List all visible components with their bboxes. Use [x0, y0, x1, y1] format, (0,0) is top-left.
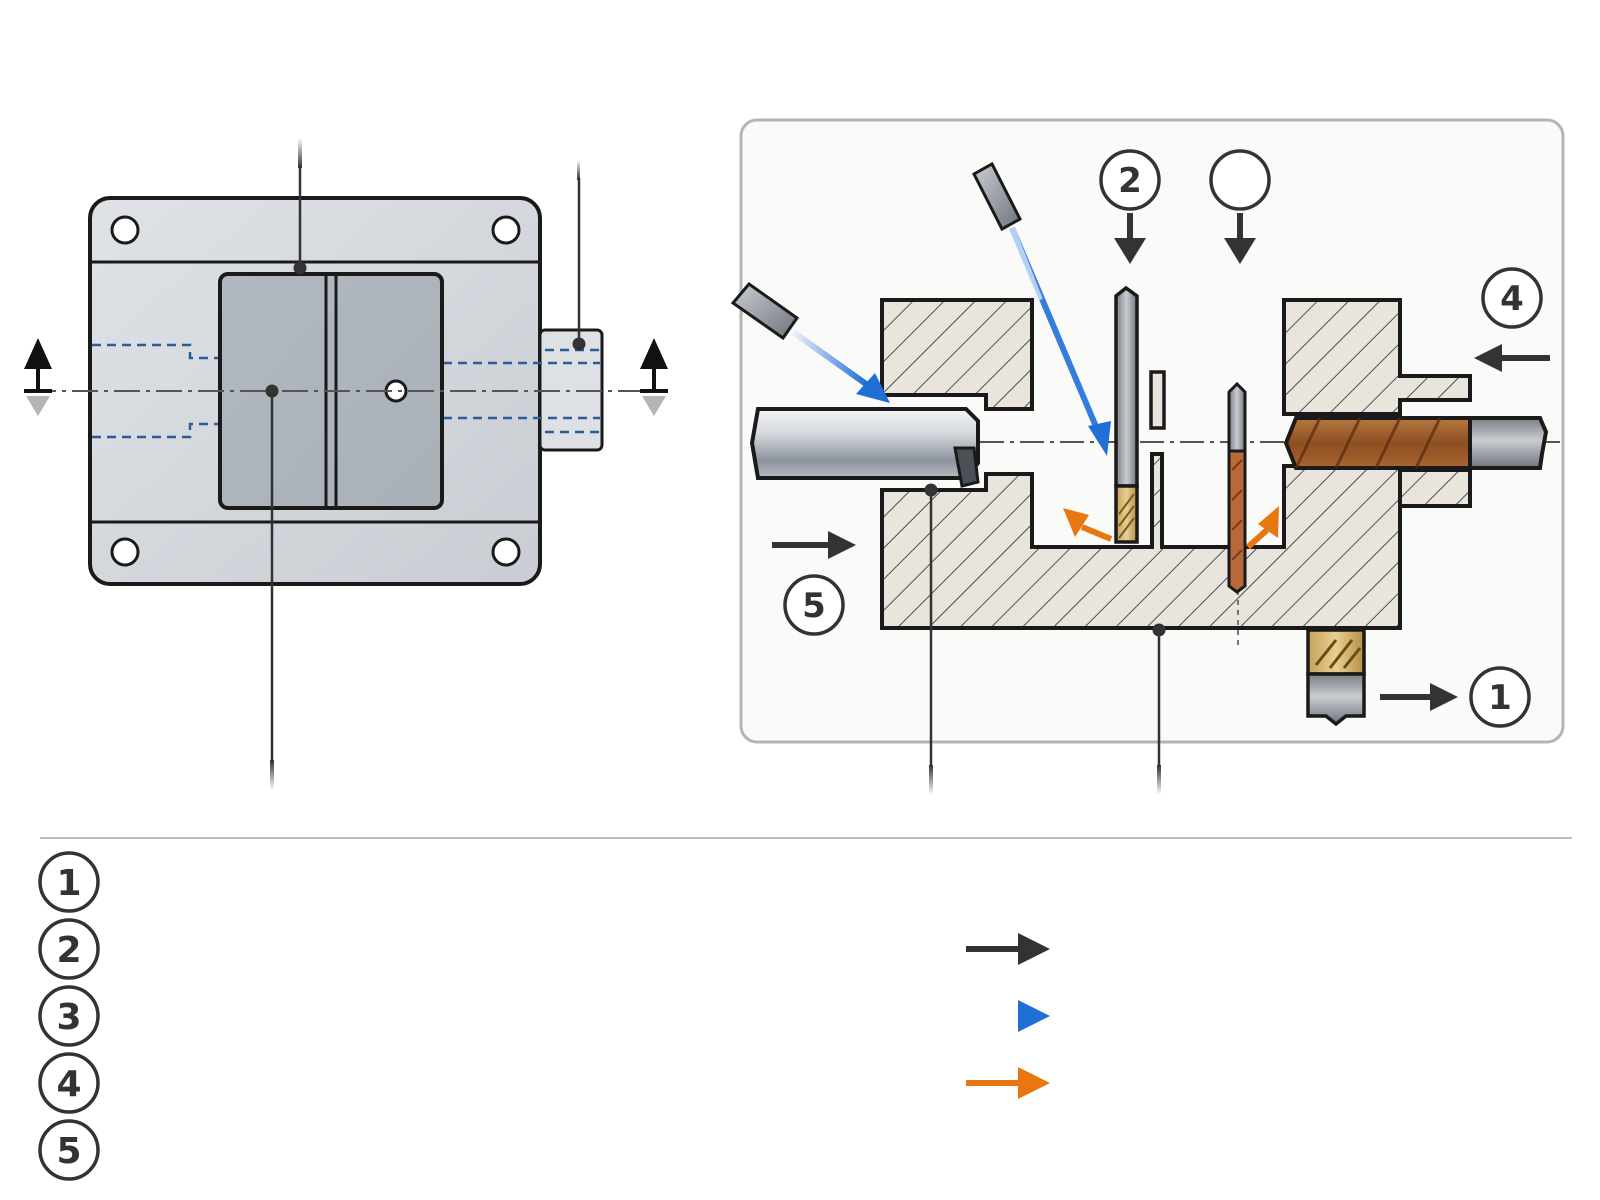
legend-item-1: 1	[38, 851, 100, 913]
tool-4-drill	[1283, 399, 1549, 471]
mounting-hole	[491, 215, 521, 245]
legend-arrows	[966, 933, 1050, 1099]
workpiece-body	[1282, 298, 1472, 416]
callout-3	[1209, 149, 1271, 211]
chip-arrows	[1063, 506, 1279, 550]
coolant-nozzle-top	[972, 161, 1022, 232]
callout-5: 5	[783, 574, 845, 636]
leader-lines-section	[924, 483, 1166, 795]
callout-4: 4	[1481, 267, 1543, 329]
workpiece-body	[1398, 468, 1472, 508]
legend-item-2: 2	[38, 918, 100, 980]
legend-item-3: 3	[38, 985, 100, 1047]
svg-text:1: 1	[1488, 678, 1512, 718]
section-arrow-left	[24, 338, 52, 416]
callout-2: 2	[1099, 149, 1161, 211]
svg-text:3: 3	[56, 997, 81, 1038]
coolant-jet-arrows	[791, 226, 1111, 456]
legend-arrow-feed	[966, 933, 1050, 965]
leader-lines-left	[265, 138, 586, 790]
svg-text:5: 5	[56, 1131, 81, 1172]
bar-stock	[749, 407, 980, 488]
section-view: 2 4 5 1	[730, 118, 1565, 795]
svg-text:2: 2	[1118, 161, 1142, 201]
svg-text:4: 4	[56, 1064, 81, 1105]
mounting-hole	[110, 537, 140, 567]
legend-arrow-coolant	[966, 1000, 1050, 1032]
feed-arrows	[772, 213, 1550, 711]
top-view-plate	[24, 138, 668, 790]
svg-text:4: 4	[1500, 279, 1524, 319]
workpiece-body	[880, 298, 1034, 411]
svg-text:5: 5	[802, 586, 826, 626]
tool-2	[1114, 285, 1139, 544]
callout-1: 1	[1469, 666, 1531, 728]
legend-numbers: 1 2 3 4 5	[38, 851, 100, 1181]
tool-1	[1306, 628, 1366, 727]
tool-small-drill	[1227, 381, 1247, 594]
svg-text:1: 1	[56, 863, 81, 904]
coolant-nozzle-left	[730, 281, 800, 341]
legend-item-5: 5	[38, 1119, 100, 1181]
svg-text:2: 2	[56, 930, 81, 971]
legend-arrow-chips	[966, 1067, 1050, 1099]
section-arrow-right	[640, 338, 668, 416]
hidden-lines	[92, 343, 600, 439]
mounting-hole	[491, 537, 521, 567]
mounting-hole	[110, 215, 140, 245]
legend-item-4: 4	[38, 1052, 100, 1114]
